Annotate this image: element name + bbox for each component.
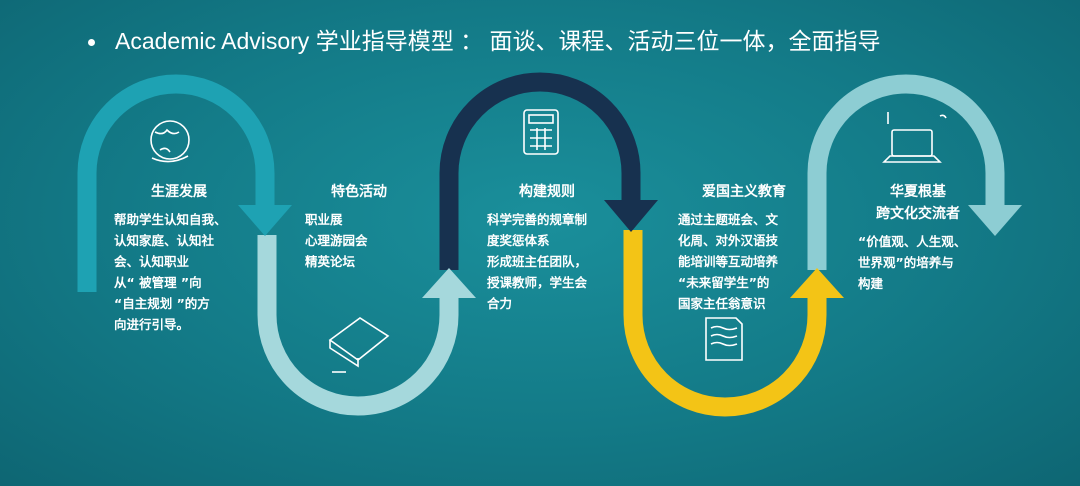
arrowhead-down-1 — [238, 205, 292, 236]
document-icon — [705, 317, 743, 361]
title-text: Academic Advisory 学业指导模型 ： 面谈、课程、活动三位一体，… — [115, 28, 881, 54]
step-culture: 华夏根基 跨文化交流者 “价值观、人生观、 世界观”的培养与 构建 — [858, 181, 978, 294]
segment-rules — [439, 72, 641, 270]
step-title: 特色活动 — [331, 184, 387, 200]
step-text: 帮助学生认知自我、 认知家庭、认知社 会、认知职业 从“ 被管理 ”向 “自主规… — [114, 212, 227, 332]
arrowhead-up-2 — [422, 268, 476, 298]
step-rules: 构建规则 科学完善的规章制 度奖惩体系 形成班主任团队， 授课教师，学生会 合力 — [487, 181, 607, 314]
arrowhead-down-3 — [604, 200, 658, 232]
bullet-icon — [88, 39, 95, 47]
segment-culture — [807, 74, 1005, 270]
step-title: 生涯发展 — [151, 184, 207, 200]
slide-title: Academic Advisory 学业指导模型 ： 面谈、课程、活动三位一体，… — [88, 22, 880, 56]
step-text: “价值观、人生观、 世界观”的培养与 构建 — [858, 234, 967, 291]
laptop-icon — [882, 112, 947, 163]
step-title: 华夏根基 跨文化交流者 — [876, 184, 960, 222]
step-activities: 特色活动 职业展 心理游园会 精英论坛 — [305, 181, 415, 272]
arrowhead-down-5 — [968, 205, 1022, 236]
arrowhead-up-4 — [790, 268, 844, 298]
step-career: 生涯发展 帮助学生认知自我、 认知家庭、认知社 会、认知职业 从“ 被管理 ”向… — [114, 181, 244, 335]
step-text: 科学完善的规章制 度奖惩体系 形成班主任团队， 授课教师，学生会 合力 — [487, 212, 588, 311]
segment-patriotic — [623, 230, 827, 417]
step-text: 通过主题班会、文 化周、对外汉语技 能培训等互动培养 “未来留学生”的 国家主任… — [678, 212, 779, 311]
segment-career — [77, 74, 275, 292]
segment-activities — [257, 235, 459, 416]
globe-icon — [150, 120, 190, 163]
step-patriotic: 爱国主义教育 通过主题班会、文 化周、对外汉语技 能培训等互动培养 “未来留学生… — [678, 181, 798, 314]
step-title: 构建规则 — [519, 184, 575, 200]
book-icon — [328, 317, 390, 373]
step-text: 职业展 心理游园会 精英论坛 — [305, 212, 368, 269]
step-title: 爱国主义教育 — [702, 184, 786, 200]
calculator-icon — [523, 109, 559, 155]
